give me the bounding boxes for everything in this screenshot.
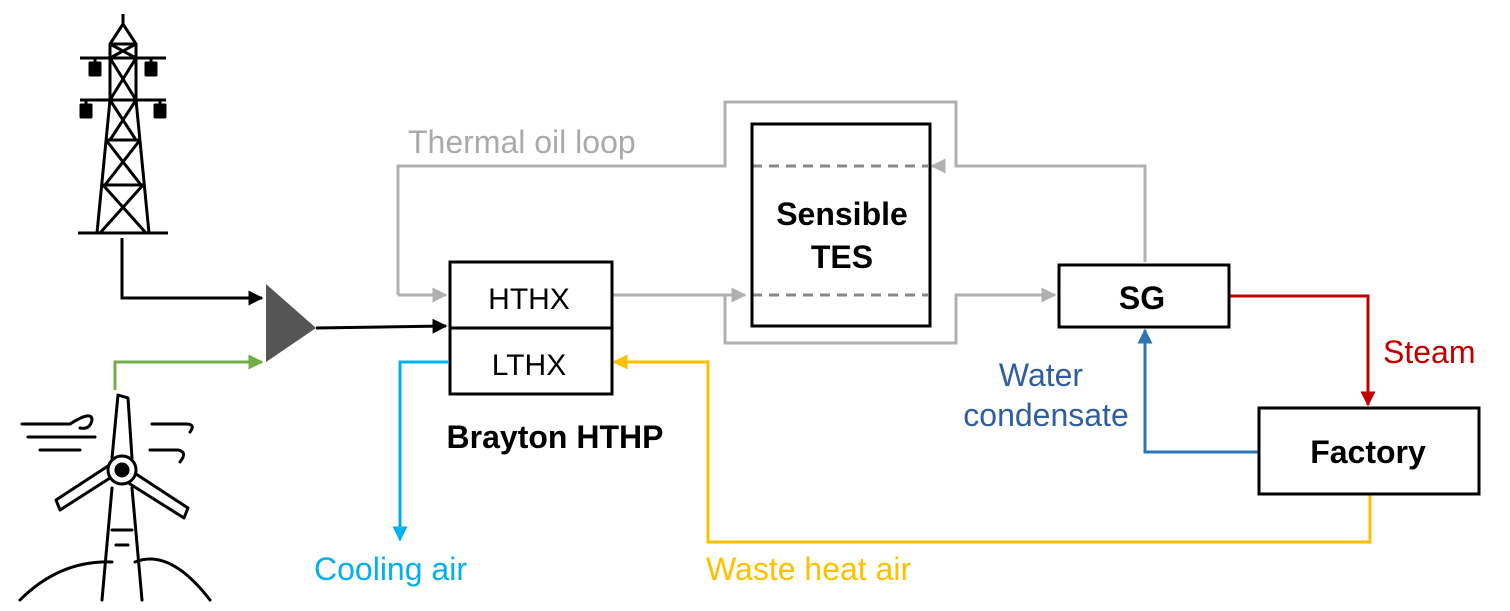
factory-box <box>1257 406 1481 496</box>
transmission-tower-icon <box>78 14 168 235</box>
triangle-combiner-icon <box>266 284 316 362</box>
sg-label: SG <box>1119 280 1165 316</box>
tes-label-line2: TES <box>811 239 873 275</box>
hthx-box <box>448 260 614 330</box>
water-label-line1: Water <box>999 357 1084 393</box>
thermal-oil-loop-label: Thermal oil loop <box>408 124 636 160</box>
steam-line <box>1230 294 1376 407</box>
cooling-air-line <box>392 360 448 542</box>
sg-box <box>1057 263 1231 329</box>
wind-power-line <box>113 354 264 390</box>
tes-box <box>750 122 932 328</box>
tes-label-line1: Sensible <box>776 196 908 232</box>
water-label-line2: condensate <box>963 397 1128 433</box>
thermal-oil-loop <box>396 100 1147 345</box>
combined-power-line <box>315 318 448 334</box>
cooling-air-label: Cooling air <box>314 551 467 587</box>
waste-heat-air-line <box>612 354 1372 544</box>
hthx-label: HTHX <box>488 283 570 316</box>
wind-turbine-icon <box>18 393 212 602</box>
lthx-box <box>448 326 614 396</box>
heat-pump-label: Brayton HTHP <box>447 419 664 455</box>
factory-label: Factory <box>1310 434 1426 470</box>
grid-power-line <box>120 238 264 306</box>
steam-label: Steam <box>1383 334 1475 370</box>
lthx-label: LTHX <box>492 349 566 382</box>
condensate-line <box>1137 328 1258 454</box>
waste-heat-air-label: Waste heat air <box>706 551 911 587</box>
